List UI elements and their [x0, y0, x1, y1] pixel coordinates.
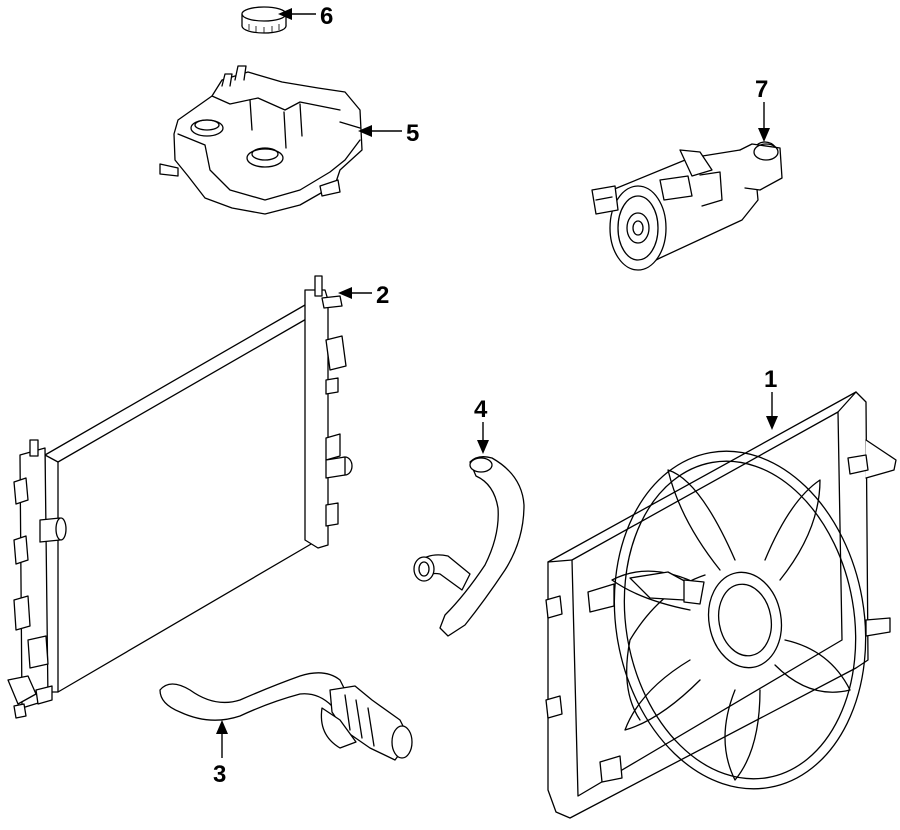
part-3-lower-hose[interactable]: [159, 672, 413, 761]
callout-6[interactable]: 6: [320, 3, 333, 30]
callout-2-leader: [338, 287, 372, 299]
callout-3[interactable]: 3: [213, 761, 226, 788]
callout-4-leader: [477, 422, 489, 454]
part-2-radiator[interactable]: [7, 275, 353, 719]
callout-6-leader: [278, 8, 316, 20]
part-5-reservoir[interactable]: [159, 65, 363, 215]
part-1-fan-assembly[interactable]: [545, 391, 897, 819]
callout-7-leader: [758, 102, 770, 142]
callout-3-leader: [216, 720, 228, 758]
callout-5[interactable]: 5: [406, 120, 419, 147]
callout-2[interactable]: 2: [376, 282, 389, 309]
part-6-cap[interactable]: [241, 6, 287, 34]
callout-1-leader: [766, 392, 778, 430]
part-4-upper-hose[interactable]: [413, 456, 525, 637]
callout-5-leader: [358, 125, 402, 137]
callout-4[interactable]: 4: [474, 396, 488, 423]
callout-7[interactable]: 7: [755, 76, 768, 103]
callout-1[interactable]: 1: [764, 366, 777, 393]
part-7-pump[interactable]: [591, 141, 783, 271]
